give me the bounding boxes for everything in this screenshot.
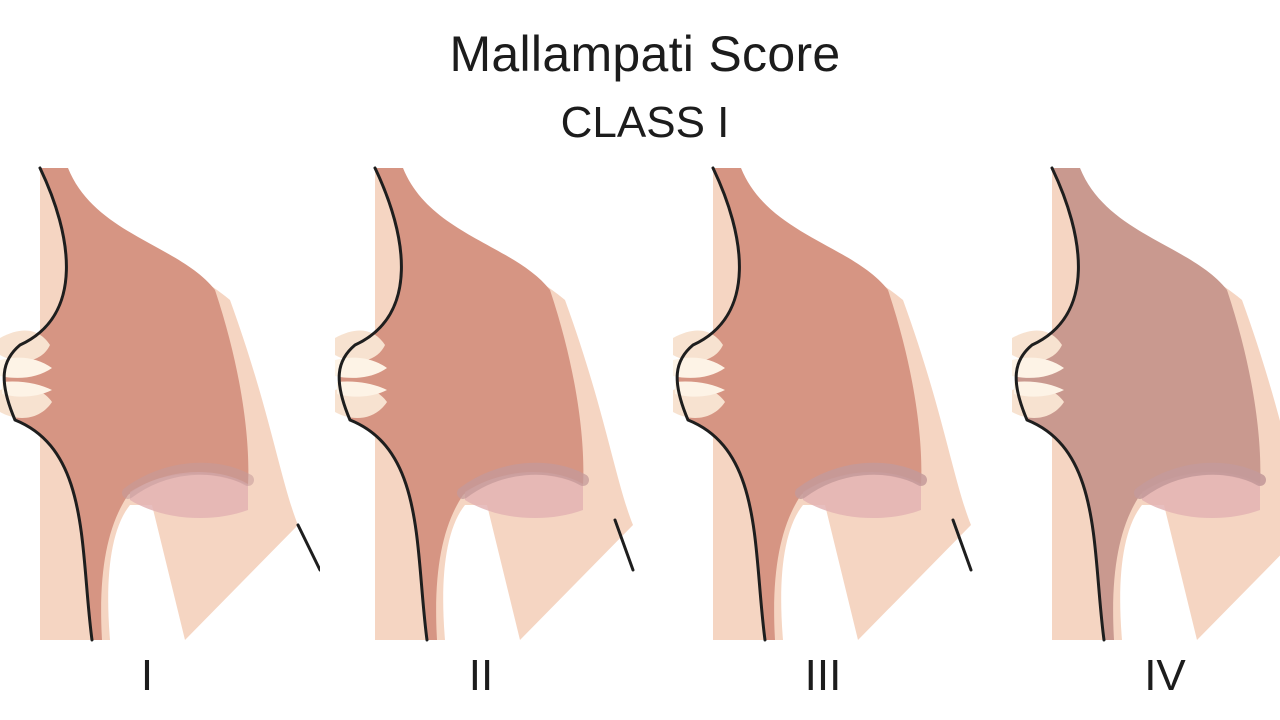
class-2-illustration	[315, 150, 655, 650]
soft-palate-fold-2	[457, 462, 589, 499]
class-3-illustration	[653, 150, 993, 650]
back-outline-1	[296, 523, 320, 572]
class-label-3: III	[804, 651, 842, 700]
class-1-illustration	[0, 150, 320, 650]
throat-shadow-3	[803, 472, 921, 519]
teeth-3	[673, 357, 725, 397]
throat-shadow-2	[465, 472, 583, 519]
mouth-profile-3	[673, 166, 973, 642]
soft-palate-fold-4	[1134, 462, 1266, 499]
class-label-2: II	[468, 651, 494, 700]
teeth-2	[335, 357, 387, 397]
soft-palate-fold-3	[795, 462, 927, 499]
soft-palate-fold-1	[122, 462, 254, 499]
class-label-1: I	[140, 651, 154, 700]
diagram-title: Mallampati Score	[449, 26, 841, 82]
teeth-1	[0, 357, 52, 397]
mouth-profile-2	[335, 166, 635, 642]
face-outline-1	[2, 166, 94, 642]
back-outline-2	[613, 518, 635, 572]
face-outline-4	[1014, 166, 1106, 642]
face-outline-3	[675, 166, 767, 642]
throat-shadow-4	[1142, 472, 1260, 519]
diagram-subtitle: CLASS I	[560, 98, 730, 147]
throat-shadow-1	[130, 472, 248, 519]
face-outline-2	[337, 166, 429, 642]
teeth-4	[1012, 357, 1064, 397]
mouth-profile-1	[0, 166, 320, 642]
mouth-profile-4	[1012, 166, 1280, 642]
class-4-illustration	[992, 150, 1280, 650]
class-label-4: IV	[1144, 651, 1186, 700]
back-outline-3	[951, 518, 973, 572]
